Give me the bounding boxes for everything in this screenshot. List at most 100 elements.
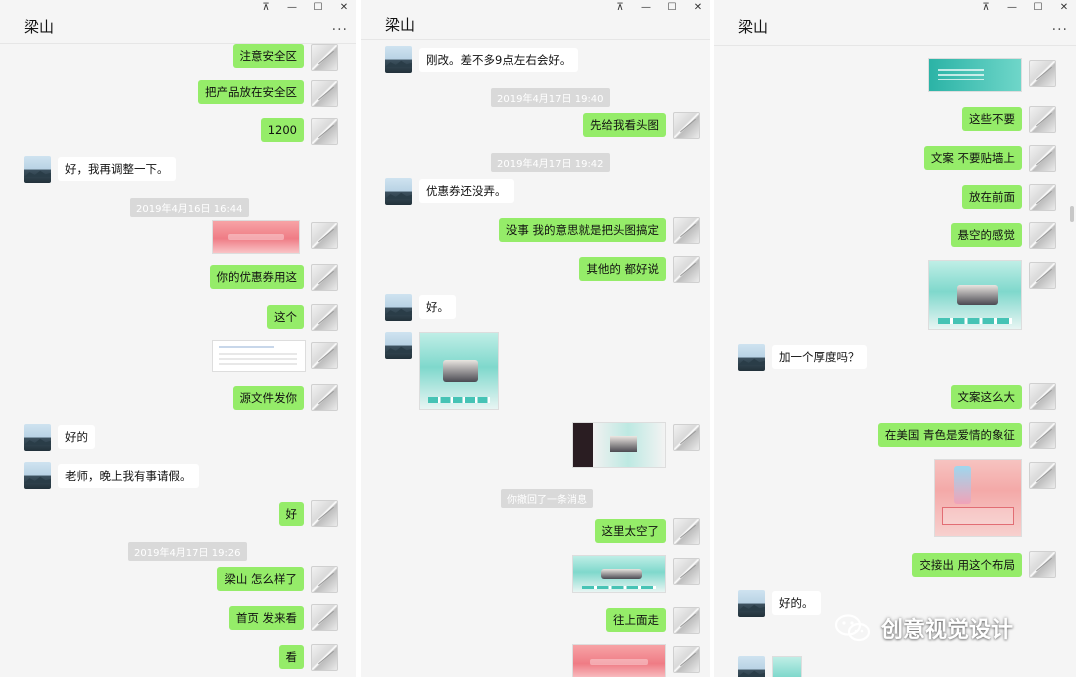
- avatar[interactable]: [1029, 551, 1056, 578]
- message-bubble[interactable]: 这里太空了: [594, 519, 666, 543]
- image-message[interactable]: [572, 644, 666, 677]
- divider: [710, 0, 714, 677]
- message-bubble[interactable]: 悬空的感觉: [950, 223, 1022, 247]
- avatar[interactable]: [673, 424, 700, 451]
- image-message[interactable]: [419, 332, 499, 410]
- avatar[interactable]: [24, 462, 51, 489]
- minimize-icon[interactable]: —: [1007, 2, 1017, 13]
- message-list[interactable]: 注意安全区 把产品放在安全区 1200 好，我再调整一下。 2019年4月16日…: [0, 44, 356, 677]
- avatar[interactable]: [738, 590, 765, 617]
- message-bubble[interactable]: 好的。: [772, 591, 821, 615]
- avatar[interactable]: [673, 646, 700, 673]
- avatar[interactable]: [673, 256, 700, 283]
- message-bubble[interactable]: 梁山 怎么样了: [217, 567, 304, 591]
- message-bubble[interactable]: 1200: [260, 118, 304, 142]
- message-list[interactable]: 刚改。差不多9点左右会好。 2019年4月17日 19:40 先给我看头图 20…: [361, 40, 710, 677]
- avatar[interactable]: [673, 518, 700, 545]
- message-list[interactable]: 这些不要 文案 不要贴墙上 放在前面 悬空的感觉 加一个厚度吗？ 文案这么大 在…: [714, 46, 1076, 677]
- close-icon[interactable]: ✕: [693, 2, 703, 13]
- avatar[interactable]: [311, 566, 338, 593]
- avatar[interactable]: [1029, 222, 1056, 249]
- minimize-icon[interactable]: —: [287, 2, 297, 13]
- message-bubble[interactable]: 刚改。差不多9点左右会好。: [419, 48, 579, 72]
- avatar[interactable]: [311, 222, 338, 249]
- avatar[interactable]: [311, 80, 338, 107]
- message-bubble[interactable]: 先给我看头图: [583, 113, 666, 137]
- avatar[interactable]: [738, 344, 765, 371]
- avatar[interactable]: [1029, 184, 1056, 211]
- maximize-icon[interactable]: ☐: [667, 2, 677, 13]
- avatar[interactable]: [311, 264, 338, 291]
- image-message[interactable]: [572, 422, 666, 468]
- avatar[interactable]: [1029, 60, 1056, 87]
- minimize-icon[interactable]: —: [641, 2, 651, 13]
- message-bubble[interactable]: 注意安全区: [232, 44, 304, 68]
- maximize-icon[interactable]: ☐: [1033, 2, 1043, 13]
- message-bubble[interactable]: 加一个厚度吗？: [772, 345, 867, 369]
- avatar[interactable]: [24, 424, 51, 451]
- avatar[interactable]: [673, 607, 700, 634]
- image-message[interactable]: [928, 58, 1022, 92]
- avatar[interactable]: [1029, 462, 1056, 489]
- avatar[interactable]: [311, 118, 338, 145]
- message-bubble[interactable]: 文案这么大: [950, 385, 1022, 409]
- more-options-icon[interactable]: ···: [1051, 22, 1068, 38]
- image-message[interactable]: [928, 260, 1022, 330]
- avatar[interactable]: [311, 604, 338, 631]
- avatar[interactable]: [1029, 145, 1056, 172]
- message-bubble[interactable]: 好的: [58, 425, 95, 449]
- more-options-icon[interactable]: ···: [331, 22, 348, 38]
- message-bubble[interactable]: 这些不要: [962, 107, 1022, 131]
- avatar[interactable]: [311, 304, 338, 331]
- pin-icon[interactable]: ⊼: [982, 2, 990, 13]
- message-bubble[interactable]: 老师，晚上我有事请假。: [58, 464, 199, 488]
- close-icon[interactable]: ✕: [339, 2, 349, 13]
- message-bubble[interactable]: 把产品放在安全区: [198, 80, 304, 104]
- avatar[interactable]: [311, 384, 338, 411]
- avatar[interactable]: [385, 332, 412, 359]
- avatar[interactable]: [385, 294, 412, 321]
- close-icon[interactable]: ✕: [1059, 2, 1069, 13]
- message-bubble[interactable]: 其他的 都好说: [579, 257, 666, 281]
- message-bubble[interactable]: 没事 我的意思就是把头图搞定: [498, 218, 666, 242]
- message-bubble[interactable]: 你的优惠券用这: [209, 265, 304, 289]
- message-bubble[interactable]: 好，我再调整一下。: [58, 157, 176, 181]
- avatar[interactable]: [673, 112, 700, 139]
- avatar[interactable]: [311, 644, 338, 671]
- scrollbar[interactable]: [1070, 206, 1074, 222]
- pin-icon[interactable]: ⊼: [262, 2, 270, 13]
- maximize-icon[interactable]: ☐: [313, 2, 323, 13]
- avatar[interactable]: [385, 46, 412, 73]
- image-message[interactable]: [212, 220, 300, 254]
- image-message[interactable]: [772, 656, 802, 677]
- message-bubble[interactable]: 文案 不要贴墙上: [923, 146, 1022, 170]
- image-message[interactable]: [572, 555, 666, 593]
- avatar[interactable]: [385, 178, 412, 205]
- avatar[interactable]: [1029, 422, 1056, 449]
- avatar[interactable]: [311, 44, 338, 71]
- message-bubble[interactable]: 往上面走: [606, 608, 666, 632]
- pin-icon[interactable]: ⊼: [616, 2, 624, 13]
- message-bubble[interactable]: 交接出 用这个布局: [912, 553, 1022, 577]
- avatar[interactable]: [673, 217, 700, 244]
- message-bubble[interactable]: 看: [278, 645, 304, 669]
- avatar[interactable]: [24, 156, 51, 183]
- watermark: 创意视觉设计: [833, 612, 1013, 644]
- image-message[interactable]: [212, 340, 306, 372]
- message-bubble[interactable]: 好: [278, 502, 304, 526]
- message-bubble[interactable]: 源文件发你: [232, 386, 304, 410]
- avatar[interactable]: [738, 656, 765, 677]
- avatar[interactable]: [1029, 262, 1056, 289]
- image-message[interactable]: [934, 459, 1022, 537]
- message-bubble[interactable]: 在美国 青色是爱情的象征: [877, 423, 1022, 447]
- message-bubble[interactable]: 好。: [419, 295, 456, 319]
- avatar[interactable]: [311, 342, 338, 369]
- message-bubble[interactable]: 优惠券还没弄。: [419, 179, 514, 203]
- message-bubble[interactable]: 放在前面: [962, 185, 1022, 209]
- avatar[interactable]: [1029, 383, 1056, 410]
- avatar[interactable]: [1029, 106, 1056, 133]
- message-bubble[interactable]: 这个: [267, 305, 304, 329]
- avatar[interactable]: [673, 558, 700, 585]
- message-bubble[interactable]: 首页 发来看: [228, 606, 304, 630]
- avatar[interactable]: [311, 500, 338, 527]
